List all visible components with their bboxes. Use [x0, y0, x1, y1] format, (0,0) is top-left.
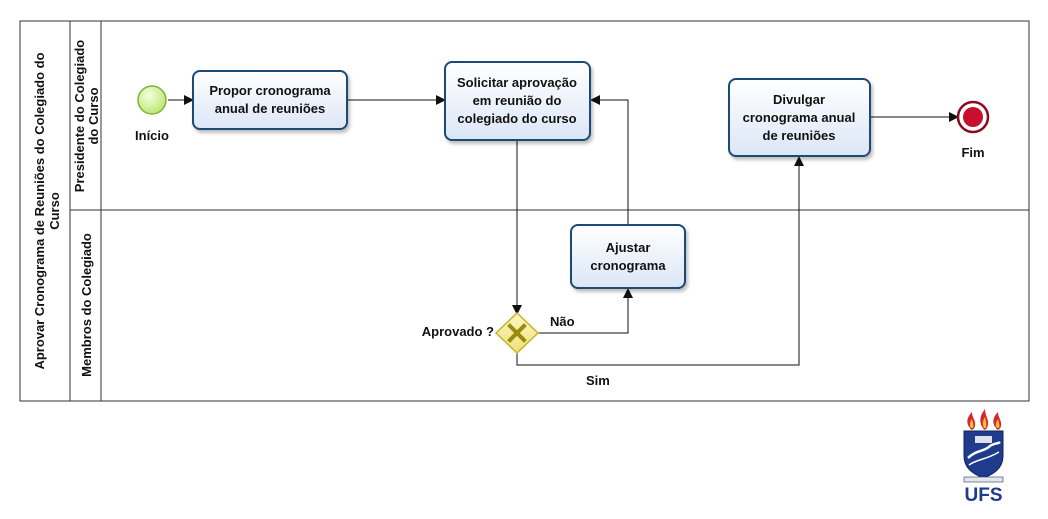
gateway-no-label: Não: [550, 314, 575, 329]
task-propor-line2: anual de reuniões: [215, 101, 326, 116]
sequence-flows: [168, 95, 959, 366]
gateway-label: Aprovado ?: [422, 324, 494, 339]
task-propor-cronograma[interactable]: Propor cronograma anual de reuniões: [192, 70, 348, 130]
task-divulgar-cronograma[interactable]: Divulgar cronograma anual de reuniões: [728, 78, 871, 157]
flow-gateway-no-to-ajustar: [538, 288, 633, 334]
logo-banner: [963, 476, 1004, 483]
lane-presidente-line1: Presidente do Colegiado: [72, 40, 87, 192]
task-divulgar-line2: cronograma anual: [743, 110, 856, 125]
task-divulgar-line1: Divulgar: [773, 92, 825, 107]
task-ajustar-line1: Ajustar: [606, 240, 651, 255]
task-solicitar-aprovacao[interactable]: Solicitar aprovação em reunião do colegi…: [444, 61, 591, 141]
shield-icon: [963, 430, 1004, 479]
start-event[interactable]: [137, 85, 167, 115]
gateway-yes-label: Sim: [586, 373, 610, 388]
task-divulgar-line3: de reuniões: [763, 128, 836, 143]
pool-title-line2: Curso: [47, 192, 62, 230]
ufs-logo: UFS: [963, 409, 1004, 506]
task-ajustar-line2: cronograma: [590, 258, 666, 273]
gateway-x-icon: [507, 323, 527, 343]
task-solicitar-line2: em reunião do: [473, 93, 562, 108]
task-ajustar-cronograma[interactable]: Ajustar cronograma: [570, 224, 686, 289]
start-event-label: Início: [135, 128, 169, 143]
task-propor-line1: Propor cronograma: [209, 83, 331, 98]
pool-title-line1: Aprovar Cronograma de Reuniões do Colegi…: [32, 52, 47, 369]
lane-membros: Membros do Colegiado: [79, 233, 94, 377]
lane-presidente-line2: do Curso: [86, 87, 101, 144]
end-event[interactable]: [956, 100, 990, 134]
task-solicitar-line1: Solicitar aprovação: [457, 75, 577, 90]
flow-ajustar-to-solicitar: [590, 95, 629, 225]
task-solicitar-line3: colegiado do curso: [457, 111, 576, 126]
exclusive-gateway[interactable]: [494, 311, 540, 355]
end-event-label: Fim: [961, 145, 984, 160]
flames-icon: [967, 409, 1002, 430]
logo-text: UFS: [965, 485, 1003, 506]
flow-gateway-yes-to-divulgar: [516, 156, 804, 366]
